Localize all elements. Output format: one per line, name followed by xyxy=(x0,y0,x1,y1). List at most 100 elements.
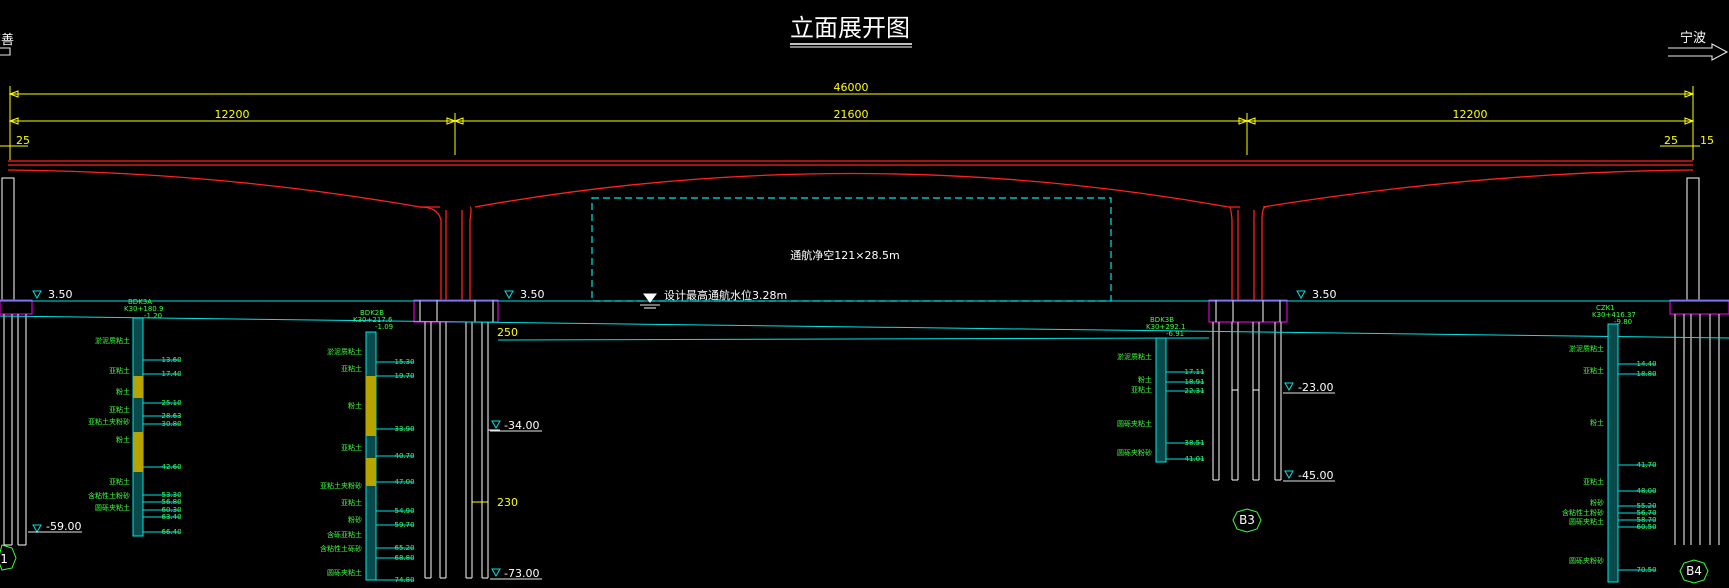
dimension-total: 46000 xyxy=(8,81,1695,160)
borehole-top: -6.91 xyxy=(1166,330,1184,338)
borehole-bdk3a: BDK3A K30+180.9 -1.20 淤泥质粘土 亚粘土 粉土 亚粘土 亚… xyxy=(88,298,182,537)
right-end-label: 15 xyxy=(1700,134,1714,147)
layer-label: 含砾亚粘土 xyxy=(327,530,362,539)
water-level-icon xyxy=(643,293,657,303)
borehole-top: -9.80 xyxy=(1614,318,1632,326)
ground-level-left: 3.50 xyxy=(32,288,73,301)
borehole-bdk2b: BDK2B K30+217.6 -1.09 淤泥质粘土 亚粘土 粉土 亚粘土 亚… xyxy=(320,309,415,584)
layer-list: 淤泥质粘土 亚粘土 粉土 亚粘土 粉砂 含粘性土粉砂 圆砾夹粘土 圆砾夹粉砂 xyxy=(1562,344,1604,565)
span-right-label: 12200 xyxy=(1453,108,1488,121)
ground-level-right: 3.50 xyxy=(1296,288,1337,301)
layer-label: 粉土 xyxy=(116,387,130,396)
layer-label: 圆砾夹粘土 xyxy=(1569,517,1604,526)
layer-label: 亚粘土 xyxy=(1583,477,1604,486)
riverbed-line xyxy=(497,337,1210,341)
pier-label-b4-text: B4 xyxy=(1686,564,1702,578)
borehole-top: -1.09 xyxy=(375,323,393,331)
layer-label: 粉土 xyxy=(116,435,130,444)
pier-b3-foundation xyxy=(1208,299,1288,481)
level-b3-pile-tip-label: -45.00 xyxy=(1298,469,1333,482)
borehole-id: CZK1 xyxy=(1596,304,1615,312)
layer-label: 淤泥质粘土 xyxy=(327,347,362,356)
depth-ticks xyxy=(1166,371,1204,460)
layer-list: 淤泥质粘土 亚粘土 粉土 亚粘土 亚粘土夹粉砂 亚粘土 粉砂 含砾亚粘土 含粘性… xyxy=(320,347,362,577)
layer-label: 亚粘土 xyxy=(1131,385,1152,394)
layer-label: 粉砂 xyxy=(1590,498,1604,507)
layer-label: 圆砾夹粘土 xyxy=(327,568,362,577)
dimension-end-gaps: 25 25 15 xyxy=(0,134,1714,147)
depth-list: -15.30 -19.70 -33.90 -40.70 -47.00 -54.9… xyxy=(392,358,415,584)
level-b1-pile-tip: -59.00 xyxy=(28,520,82,534)
ground-level-right-label: 3.50 xyxy=(1312,288,1337,301)
layer-label: 亚粘土 xyxy=(109,405,130,414)
pier-label-b4: B4 xyxy=(1679,559,1709,584)
layer-label: 圆砾夹粘土 xyxy=(95,503,130,512)
layer-label: 亚粘土 xyxy=(341,364,362,373)
layer-label: 亚粘土夹粉砂 xyxy=(320,481,362,490)
depth-list: -14.40 -18.80 -41.70 -48.00 -55.20 -56.7… xyxy=(1634,360,1657,574)
level-b3-pile-mid: -23.00 xyxy=(1283,381,1335,394)
level-b2-pile-tip-label: -73.00 xyxy=(504,567,539,580)
direction-right-label: 宁波 xyxy=(1680,30,1706,46)
borehole-czk1: CZK1 K30+416.37 -9.80 淤泥质粘土 亚粘土 粉土 亚粘土 粉… xyxy=(1562,304,1657,583)
layer-label: 含粘性土粉砂 xyxy=(1562,508,1604,517)
layer-label: 淤泥质粘土 xyxy=(95,336,130,345)
layer-label: 粉土 xyxy=(1590,418,1604,427)
layer-list: 淤泥质粘土 粉土 亚粘土 圆砾夹粘土 圆砾夹粉砂 xyxy=(1117,352,1152,457)
pier-label-b1-text: B1 xyxy=(0,552,8,566)
layer-label: 亚粘土夹粉砂 xyxy=(88,417,130,426)
pile-spacing-b2-label: 250 xyxy=(497,326,518,339)
level-b1-pile-tip-label: -59.00 xyxy=(46,520,81,533)
borehole-top: -1.20 xyxy=(144,312,162,320)
left-gap-label: 25 xyxy=(16,134,30,147)
right-gap-label: 25 xyxy=(1664,134,1678,147)
dimension-spans: 12200 21600 12200 xyxy=(8,108,1695,155)
pile-spacing-b2-lower-label: 230 xyxy=(497,496,518,509)
direction-left-arrow-icon xyxy=(0,47,11,56)
navigation-clearance-label: 通航净空121×28.5m xyxy=(790,248,899,262)
layer-label: 亚粘土 xyxy=(109,477,130,486)
design-water-level-label: 设计最高通航水位3.28m xyxy=(664,288,787,302)
layer-list: 淤泥质粘土 亚粘土 粉土 亚粘土 亚粘土夹粉砂 粉土 亚粘土 含粘性土粉砂 圆砾… xyxy=(88,336,130,512)
borehole-station: K30+180.9 xyxy=(124,305,163,313)
direction-left-label: 嘉善 xyxy=(0,32,14,48)
level-b2-pile-mid: -34.00 xyxy=(490,419,542,432)
layer-label: 圆砾夹粘土 xyxy=(1117,419,1152,428)
layer-label: 粉土 xyxy=(348,401,362,410)
level-b2-pile-tip: -73.00 xyxy=(490,567,542,580)
borehole-id: BDK3A xyxy=(128,298,152,306)
ground-level-left-label: 3.50 xyxy=(48,288,73,301)
depth-ticks xyxy=(143,359,180,533)
depth-ticks xyxy=(376,361,414,581)
drawing-title: 立面展开图 xyxy=(790,14,910,42)
layer-label: 亚粘土 xyxy=(109,366,130,375)
ground-level-mid: 3.50 xyxy=(504,288,545,301)
ground-level-mid-label: 3.50 xyxy=(520,288,545,301)
layer-label: 圆砾夹粉砂 xyxy=(1117,448,1152,457)
level-b2-pile-mid-label: -34.00 xyxy=(504,419,539,432)
box-girder xyxy=(7,160,1694,300)
depth-list: -13.60 -17.40 -25.10 -28.63 -30.80 -42.6… xyxy=(159,356,182,536)
layer-label: 淤泥质粘土 xyxy=(1569,344,1604,353)
borehole-station: K30+292.1 xyxy=(1146,323,1185,331)
direction-right-arrow-icon xyxy=(1668,43,1729,61)
abutment-b4 xyxy=(1669,177,1729,545)
abutment-b1 xyxy=(0,177,33,546)
layer-label: 圆砾夹粉砂 xyxy=(1569,556,1604,565)
layer-label: 含粘性土粉砂 xyxy=(88,491,130,500)
depth-ticks xyxy=(1618,363,1656,571)
layer-label: 亚粘土 xyxy=(341,498,362,507)
borehole-bdk3b: BDK3B K30+292.1 -6.91 淤泥质粘土 粉土 亚粘土 圆砾夹粘土… xyxy=(1117,316,1205,463)
borehole-id: BDK3B xyxy=(1150,316,1174,324)
level-b3-pile-mid-label: -23.00 xyxy=(1298,381,1333,394)
span-left-label: 12200 xyxy=(215,108,250,121)
level-b3-pile-tip: -45.00 xyxy=(1283,469,1335,482)
layer-label: 粉土 xyxy=(1138,375,1152,384)
layer-label: 淤泥质粘土 xyxy=(1117,352,1152,361)
navigation-clearance-box xyxy=(591,197,1112,302)
pier-b2-foundation xyxy=(413,299,500,579)
borehole-id: BDK2B xyxy=(360,309,384,317)
layer-label: 含粘性土砾砂 xyxy=(320,544,362,553)
dimension-total-label: 46000 xyxy=(834,81,869,94)
